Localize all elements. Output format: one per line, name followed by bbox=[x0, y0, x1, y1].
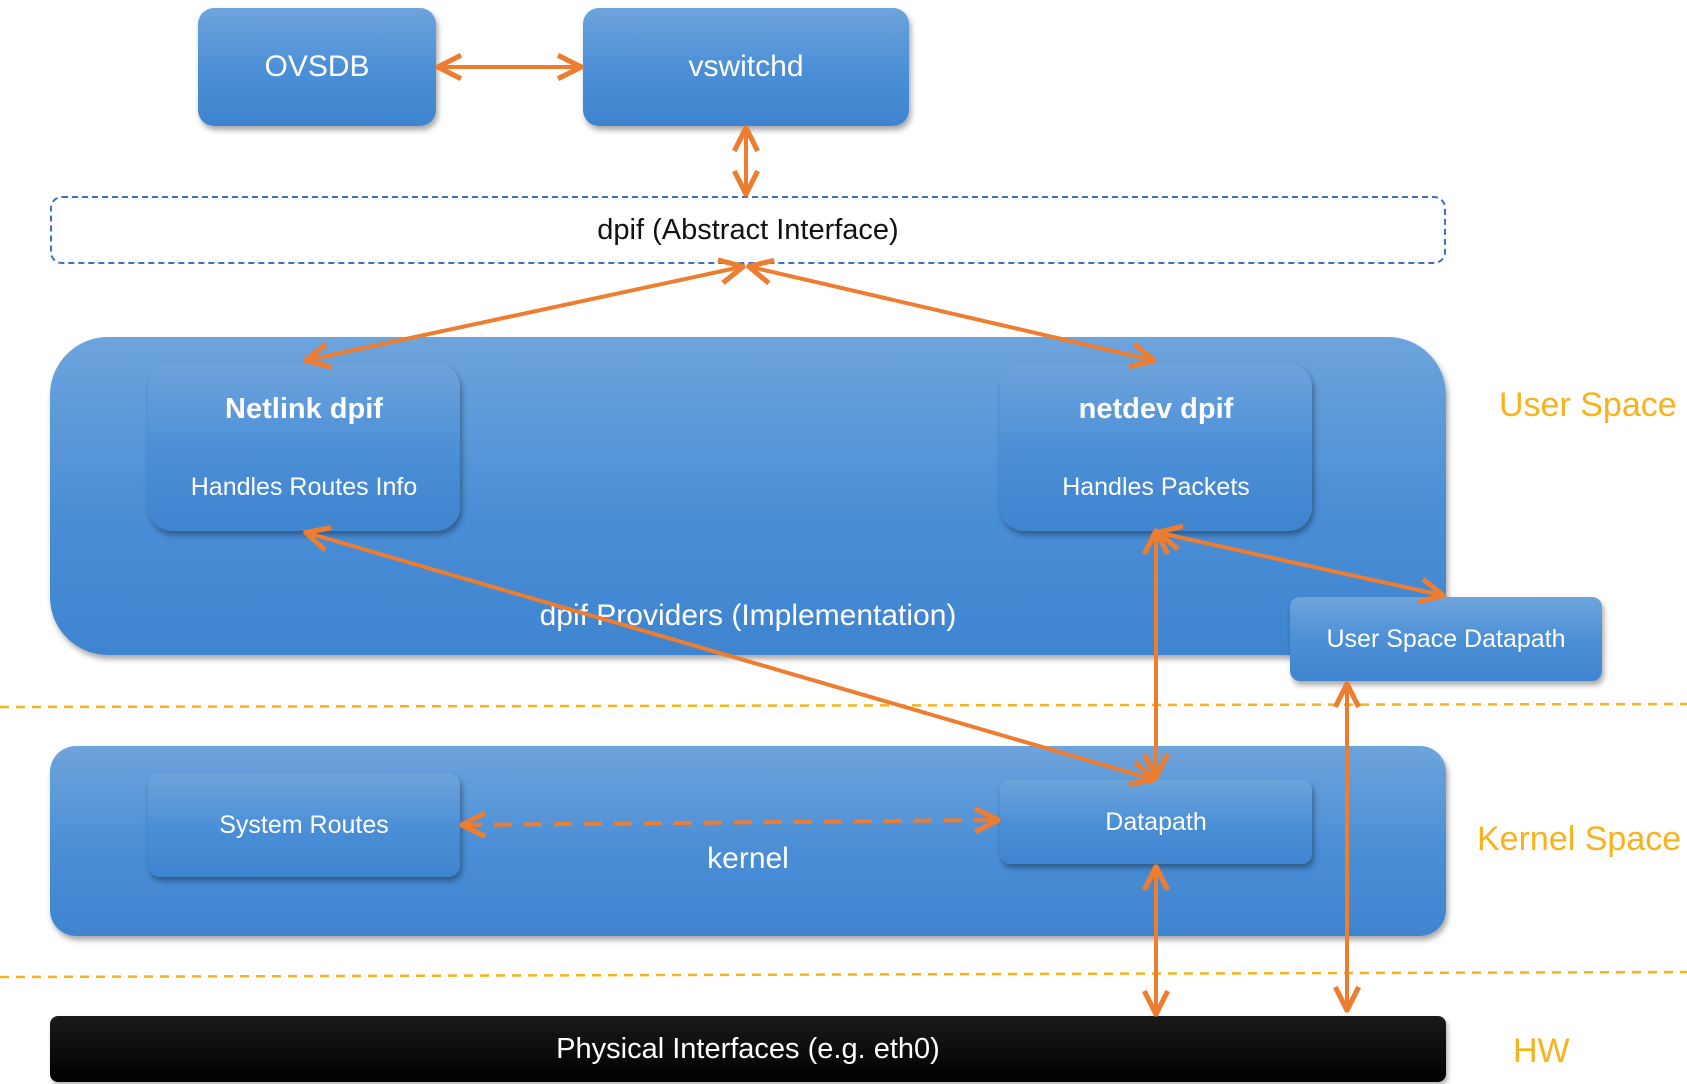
physical-interfaces-bar: Physical Interfaces (e.g. eth0) bbox=[50, 1016, 1446, 1082]
ovsdb-node: OVSDB bbox=[198, 8, 436, 126]
dpif-abstract-interface: dpif (Abstract Interface) bbox=[50, 196, 1446, 264]
system-routes-label: System Routes bbox=[219, 810, 389, 839]
vswitchd-node: vswitchd bbox=[583, 8, 909, 126]
ovsdb-label: OVSDB bbox=[264, 50, 370, 83]
hw-zone-label: HW bbox=[1513, 1032, 1570, 1070]
user-kernel-divider bbox=[0, 702, 1687, 709]
netlink-dpif-subtitle: Handles Routes Info bbox=[190, 473, 418, 501]
kernel-datapath-label: Datapath bbox=[1105, 807, 1207, 836]
physical-interfaces-label: Physical Interfaces (e.g. eth0) bbox=[556, 1032, 940, 1065]
kernel-space-zone-label: Kernel Space bbox=[1477, 820, 1682, 858]
system-routes-node: System Routes bbox=[148, 773, 460, 877]
vswitchd-label: vswitchd bbox=[688, 50, 804, 83]
user-space-zone-label: User Space bbox=[1499, 386, 1677, 424]
netdev-dpif-subtitle: Handles Packets bbox=[1062, 473, 1250, 501]
kernel-hw-divider bbox=[0, 970, 1687, 979]
userspace-datapath-node: User Space Datapath bbox=[1290, 597, 1602, 681]
dpif-label: dpif (Abstract Interface) bbox=[597, 213, 899, 246]
netlink-dpif-node: Netlink dpif Handles Routes Info bbox=[148, 363, 460, 531]
kernel-label: kernel bbox=[707, 842, 789, 875]
kernel-datapath-node: Datapath bbox=[1000, 780, 1312, 864]
netdev-dpif-title: netdev dpif bbox=[1078, 393, 1234, 425]
userspace-datapath-label: User Space Datapath bbox=[1326, 624, 1566, 653]
dpif-providers-label: dpif Providers (Implementation) bbox=[539, 599, 957, 632]
netdev-dpif-node: netdev dpif Handles Packets bbox=[1000, 363, 1312, 531]
netlink-dpif-title: Netlink dpif bbox=[225, 393, 383, 425]
